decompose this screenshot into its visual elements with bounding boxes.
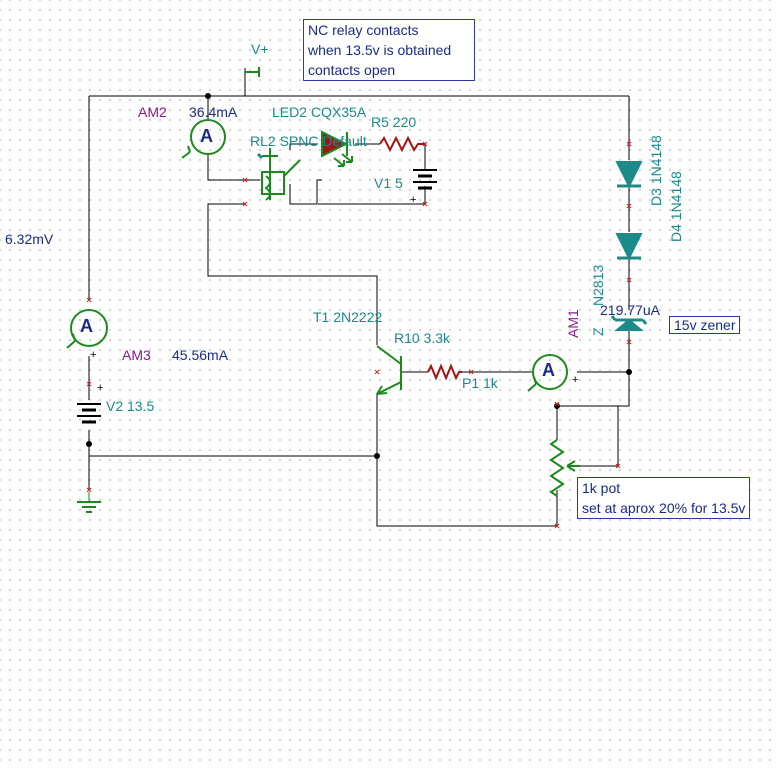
pot-note: 1k pot set at aprox 20% for 13.5v bbox=[577, 477, 751, 519]
led-led2[interactable] bbox=[321, 130, 353, 167]
rl2-label: RL2 SPNC Default bbox=[250, 133, 367, 149]
am2-label: AM2 bbox=[138, 104, 167, 120]
note-line: when 13.5v is obtained bbox=[308, 42, 452, 58]
note-line: contacts open bbox=[308, 62, 396, 78]
am1-symbol: A bbox=[542, 360, 555, 380]
am3-label: AM3 bbox=[122, 347, 151, 363]
battery-v2[interactable] bbox=[77, 403, 101, 424]
v-plus-label: V+ bbox=[251, 41, 269, 57]
ammeter-am1[interactable] bbox=[527, 354, 568, 392]
battery-v1[interactable] bbox=[413, 169, 437, 190]
nc-relay-note: NC relay contacts when 13.5v is obtained… bbox=[303, 19, 475, 81]
d3-label: D3 1N4148 bbox=[648, 135, 664, 206]
note-line: NC relay contacts bbox=[308, 22, 419, 38]
am1-plus-sign: + bbox=[572, 374, 579, 386]
led2-label: LED2 CQX35A bbox=[272, 104, 367, 120]
pin-markers bbox=[86, 141, 632, 529]
diode-d4[interactable] bbox=[615, 233, 643, 261]
d4-label: D4 1N4148 bbox=[668, 171, 684, 242]
junction-dot bbox=[205, 93, 211, 99]
am3-value: 45.56mA bbox=[172, 347, 229, 363]
zener-z-label: Z bbox=[590, 327, 606, 336]
diode-d3[interactable] bbox=[615, 161, 643, 189]
v2-label: V2 13.5 bbox=[106, 398, 155, 414]
v-plus-terminal bbox=[245, 67, 260, 77]
note-line: 15v zener bbox=[674, 317, 736, 333]
junction-dot bbox=[86, 441, 92, 447]
p1-label: P1 1k bbox=[462, 375, 498, 391]
am3-symbol: A bbox=[80, 316, 93, 336]
am3-plus-sign: + bbox=[90, 349, 97, 361]
ground-symbol bbox=[77, 492, 101, 513]
am2-symbol: A bbox=[200, 126, 213, 146]
resistor-r10[interactable] bbox=[427, 363, 462, 381]
transistor-t1[interactable] bbox=[376, 345, 402, 395]
r10-label: R10 3.3k bbox=[394, 330, 451, 346]
v1-plus-sign: + bbox=[410, 194, 417, 206]
junction-dot bbox=[554, 403, 560, 409]
ammeter-am3[interactable] bbox=[66, 309, 108, 349]
junction-dots bbox=[86, 93, 632, 459]
t1-label: T1 2N2222 bbox=[313, 309, 383, 325]
zener-part-label: N2813 bbox=[590, 264, 606, 306]
note-line: 1k pot bbox=[582, 480, 621, 496]
junction-dot bbox=[626, 369, 632, 375]
note-line: set at aprox 20% for 13.5v bbox=[582, 500, 746, 516]
zener-note: 15v zener bbox=[669, 316, 741, 334]
v2-plus-sign: + bbox=[97, 382, 104, 394]
am1-value: 219.77uA bbox=[600, 302, 660, 318]
zener-diode[interactable] bbox=[610, 315, 648, 331]
r5-label: R5 220 bbox=[371, 114, 417, 130]
v1-label: V1 5 bbox=[374, 175, 403, 191]
junction-dot bbox=[374, 453, 380, 459]
ammeter-am2[interactable] bbox=[181, 119, 226, 159]
relay-rl2[interactable] bbox=[256, 148, 301, 201]
potentiometer-p1[interactable] bbox=[549, 439, 580, 497]
am1-label: AM1 bbox=[565, 309, 581, 338]
left-voltage-value: 6.32mV bbox=[5, 231, 54, 247]
resistor-r5[interactable] bbox=[379, 135, 425, 153]
am2-value: 36.4mA bbox=[189, 104, 238, 120]
